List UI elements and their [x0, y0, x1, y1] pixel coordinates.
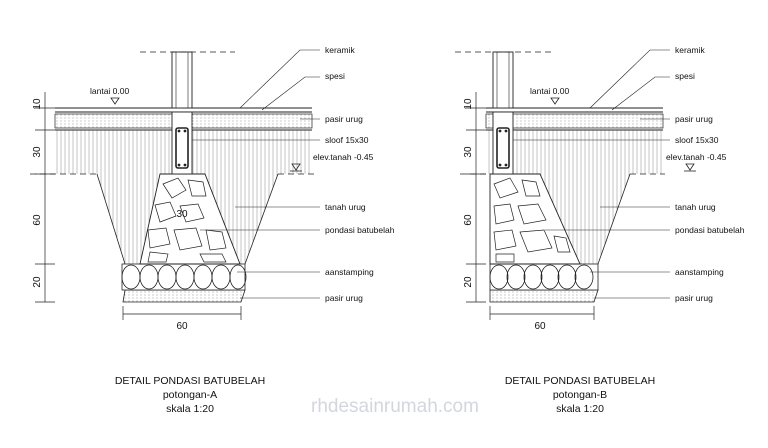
dim-20-a: 20: [32, 276, 43, 288]
dim-60-b: 60: [463, 214, 474, 226]
label-elev-tanah-b: elev.tanah -0.45: [666, 152, 727, 162]
label-tanah-urug-b: tanah urug: [675, 202, 716, 212]
dim-10-b: 10: [463, 98, 474, 110]
scale-b: skala 1:20: [556, 403, 604, 415]
label-spesi-a: spesi: [325, 71, 345, 81]
column-b: [455, 51, 555, 109]
sloof-a: [171, 111, 193, 175]
label-lantai-a: lantai 0.00: [90, 86, 129, 96]
level-markers-a: [110, 97, 302, 172]
label-aanstamping-b: aanstamping: [675, 267, 724, 277]
dim-top-width-a: 30: [176, 209, 188, 220]
pasir-urug-bottom-b: [489, 289, 599, 303]
title-a: DETAIL PONDASI BATUBELAH: [115, 375, 265, 387]
label-pasir-urug-bottom-b: pasir urug: [675, 293, 713, 303]
aanstamping-b: [489, 263, 599, 291]
floor-layers-b: [485, 107, 664, 131]
label-spesi-b: spesi: [675, 71, 695, 81]
dim-60-a: 60: [32, 214, 43, 226]
label-elev-tanah-a: elev.tanah -0.45: [313, 152, 374, 162]
sloof-b: [492, 111, 514, 175]
detail-b: keramik spesi pasir urug sloof 15x30 ele…: [455, 45, 745, 415]
label-tanah-urug-a: tanah urug: [325, 202, 366, 212]
column-a: [140, 51, 235, 109]
leader-lines-b: [513, 49, 670, 299]
vertical-dim-line-b: [466, 92, 486, 303]
label-lantai-b: lantai 0.00: [530, 86, 569, 96]
horizontal-dim-line-b: [489, 306, 595, 320]
dim-20-b: 20: [463, 276, 474, 288]
pasir-urug-bottom-a: [122, 289, 246, 303]
label-sloof-a: sloof 15x30: [325, 135, 369, 145]
watermark: rhdesainrumah.com: [311, 396, 479, 417]
aanstamping-a: [121, 263, 247, 291]
subtitle-b: potongan-B: [553, 389, 607, 401]
label-aanstamping-a: aanstamping: [325, 267, 374, 277]
subtitle-a: potongan-A: [163, 389, 217, 401]
label-pasir-urug-top-b: pasir urug: [675, 114, 713, 124]
dim-30-b: 30: [463, 146, 474, 158]
label-pasir-urug-top-a: pasir urug: [325, 114, 363, 124]
dim-30-a: 30: [32, 146, 43, 158]
label-pondasi-b: pondasi batubelah: [675, 225, 745, 235]
pondasi-batubelah-b: [489, 173, 581, 265]
detail-a: keramik spesi pasir urug sloof 15x30 ele…: [30, 45, 395, 415]
label-keramik-a: keramik: [325, 45, 356, 55]
level-markers-b: [550, 97, 696, 172]
dim-width-b: 60: [534, 321, 546, 332]
dim-width-a: 60: [176, 321, 188, 332]
label-pondasi-a: pondasi batubelah: [325, 225, 395, 235]
title-b: DETAIL PONDASI BATUBELAH: [505, 375, 655, 387]
label-keramik-b: keramik: [675, 45, 706, 55]
label-pasir-urug-bottom-a: pasir urug: [325, 293, 363, 303]
dim-10-a: 10: [32, 98, 43, 110]
vertical-dim-line-a: [35, 92, 55, 303]
leader-lines-a: [192, 49, 320, 299]
horizontal-dim-line-a: [122, 306, 242, 320]
label-sloof-b: sloof 15x30: [675, 135, 719, 145]
scale-a: skala 1:20: [166, 403, 214, 415]
